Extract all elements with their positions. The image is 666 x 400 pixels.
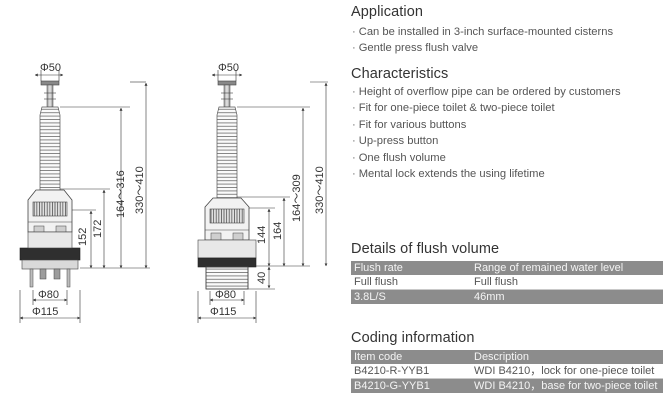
flush-volume-table: Flush rate Range of remained water level… (351, 261, 663, 304)
right-dim-40-label: 40 (256, 272, 268, 284)
right-dim-164-label: 164 (272, 222, 284, 240)
left-phi50-label: Φ50 (40, 62, 61, 74)
table-cell: B4210-R-YYB1 (351, 364, 471, 379)
left-dim-164-316-label: 164～316 (115, 170, 127, 218)
left-valve-view (19, 80, 81, 288)
table-header-row: Item code Description (351, 350, 663, 364)
table-header-row: Flush rate Range of remained water level (351, 261, 663, 275)
table-row: B4210-R-YYB1 WDI B4210，lock for one-piec… (351, 364, 663, 379)
right-dimension-lines (197, 70, 328, 323)
right-phi80-label: Φ80 (215, 289, 236, 301)
table-cell: Full flush (471, 275, 663, 290)
left-dim-330-410-label: 330～410 (134, 166, 146, 214)
application-item: Gentle press flush valve (351, 40, 663, 56)
characteristics-item: Up-press button (351, 133, 663, 149)
table-cell: B4210-G-YYB1 (351, 378, 471, 393)
characteristics-item: One flush volume (351, 150, 663, 166)
right-dim-164-309-label: 164～309 (291, 174, 303, 222)
characteristics-item: Height of overflow pipe can be ordered b… (351, 84, 663, 100)
table-row: B4210-G-YYB1 WDI B4210，base for two-piec… (351, 378, 663, 393)
characteristics-list: Height of overflow pipe can be ordered b… (351, 84, 663, 182)
table-header-cell: Flush rate (351, 261, 471, 275)
table-header-cell: Description (471, 350, 663, 364)
characteristics-heading: Characteristics (351, 66, 449, 82)
flush-volume-section: Details of flush volume Flush rate Range… (351, 241, 663, 304)
table-cell: Full flush (351, 275, 471, 290)
technical-drawing: Φ50 Φ80 Φ115 152 172 164～316 330～410 (19, 62, 328, 323)
left-phi115-label: Φ115 (32, 306, 58, 318)
table-header-cell: Item code (351, 350, 471, 364)
right-dim-144-label: 144 (256, 226, 268, 244)
table-cell: WDI B4210，base for two-piece toilet (471, 378, 663, 393)
application-list: Can be installed in 3-inch surface-mount… (351, 24, 663, 57)
table-header-cell: Range of remained water level (471, 261, 663, 275)
characteristics-item: Mental lock extends the using lifetime (351, 166, 663, 182)
right-phi115-label: Φ115 (210, 306, 236, 318)
left-dimension-lines (19, 70, 130, 323)
right-valve-view (197, 80, 257, 290)
left-dim-152-label: 152 (77, 228, 89, 246)
table-row: 3.8L/S 46mm (351, 289, 663, 304)
characteristics-item: Fit for one-piece toilet & two-piece toi… (351, 100, 663, 116)
application-item: Can be installed in 3-inch surface-mount… (351, 24, 663, 40)
coding-heading: Coding information (351, 330, 475, 346)
application-heading: Application (351, 4, 424, 20)
table-cell: 46mm (471, 289, 663, 304)
left-dim-172-label: 172 (92, 220, 104, 238)
right-dim-330-410-label: 330～410 (314, 166, 326, 214)
table-row: Full flush Full flush (351, 275, 663, 290)
coding-table: Item code Description B4210-R-YYB1 WDI B… (351, 350, 663, 393)
left-phi80-label: Φ80 (38, 289, 59, 301)
coding-section: Coding information Item code Description… (351, 330, 663, 393)
characteristics-item: Fit for various buttons (351, 117, 663, 133)
application-section: Application Can be installed in 3-inch s… (351, 4, 663, 57)
flush-volume-heading: Details of flush volume (351, 241, 500, 257)
table-cell: 3.8L/S (351, 289, 471, 304)
right-phi50-label: Φ50 (218, 62, 239, 74)
table-cell: WDI B4210，lock for one-piece toilet (471, 364, 663, 379)
left-dim-330-line (130, 81, 150, 269)
characteristics-section: Characteristics Height of overflow pipe … (351, 66, 663, 182)
